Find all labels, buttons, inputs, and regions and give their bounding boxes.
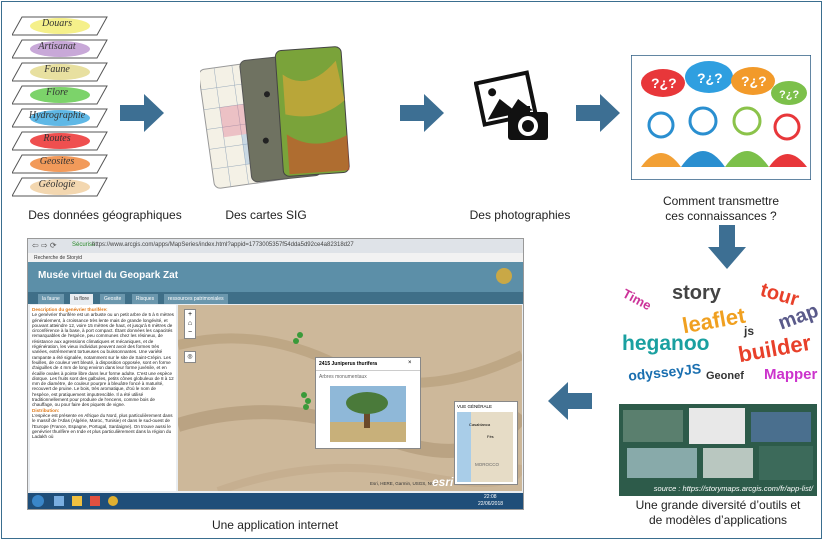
word-story: story	[672, 282, 721, 304]
caption-geographic-data: Des données géographiques	[28, 208, 182, 222]
tools-word-cloud: Time story tour leaflet js map heganoo b…	[620, 278, 821, 390]
arrow-left	[548, 382, 592, 420]
arrow-right-3	[576, 94, 620, 132]
windows-taskbar: 22:08 22/06/2018	[28, 493, 523, 509]
app-tabs: la faune la flore Geosite Risques ressou…	[28, 292, 523, 304]
layer-5: Routes	[12, 131, 108, 151]
bookmark-item[interactable]: Recherche de Storyid	[34, 255, 83, 261]
word-heganoo: heganoo	[622, 332, 710, 355]
media-icon[interactable]	[90, 496, 100, 506]
overview-place-1: Casablanca	[469, 422, 491, 427]
tab-geosite[interactable]: Geosite	[100, 294, 126, 304]
url-text: https://www.arcgis.com/apps/MapSeries/in…	[92, 242, 354, 248]
secure-label: Sécurisé	[72, 242, 96, 248]
chrome-icon[interactable]	[108, 496, 118, 506]
app-title: Musée virtuel du Geopark Zat	[38, 270, 179, 281]
caption-tools-2: de modèles d’applications	[648, 513, 788, 527]
browser-url-bar[interactable]: ⇦ ⇨ ⟳ Sécurisé https://www.arcgis.com/ap…	[28, 239, 523, 253]
popup-title: 2415 Juniperus thurifera	[316, 358, 420, 371]
layer-label: Hydrographie	[28, 110, 86, 121]
gis-maps-image	[200, 46, 350, 189]
layer-label: Artisanat	[38, 41, 76, 52]
layer-7: Géologie	[12, 177, 108, 197]
photography-icon	[474, 70, 548, 140]
locate-button[interactable]: ◎	[184, 351, 196, 363]
map-popup: 2415 Juniperus thurifera × Arbres monume…	[315, 357, 421, 449]
app-templates-collage: source : https://storymaps.arcgis.com/fr…	[619, 404, 817, 496]
map-view[interactable]: +⌂− ◎ 2415 Juniperus thurifera × Arbres …	[178, 305, 522, 491]
esri-logo: esri	[432, 475, 454, 489]
caption-web-app: Une application internet	[211, 518, 339, 532]
layer-1: Artisanat	[12, 39, 108, 59]
popup-close-icon[interactable]: ×	[408, 360, 412, 366]
caption-gis-maps: Des cartes SIG	[225, 208, 307, 222]
word-js: js	[744, 324, 755, 338]
word-time: Time	[620, 285, 654, 314]
layer-4: Hydrographie	[12, 108, 108, 128]
description-panel: Description du genévrier thurifère: Le g…	[30, 305, 176, 491]
layer-label: Géologie	[38, 179, 76, 190]
people-questions-image: ?¿? ?¿? ?¿? ?¿?	[631, 55, 811, 180]
arrow-right-1	[120, 94, 164, 132]
svg-text:?¿?: ?¿?	[741, 73, 767, 89]
tab-faune[interactable]: la faune	[38, 294, 64, 304]
overview-map[interactable]: VUE GÉNÉRALE Casablanca Fès MOROCCO	[454, 401, 518, 485]
word-odysseyjs: odysseyJS	[627, 360, 702, 384]
distribution-body: L'espèce est présente en Afrique du Nord…	[32, 412, 173, 440]
clock-date: 22/06/2018	[478, 501, 504, 507]
overview-label: VUE GÉNÉRALE	[457, 404, 493, 409]
layer-label: Douars	[41, 18, 72, 29]
layer-0: Douars	[12, 16, 108, 36]
clock-time: 22:08	[484, 494, 497, 500]
nav-arrows-icon[interactable]: ⇦ ⇨ ⟳	[32, 241, 57, 250]
arrow-right-2	[400, 94, 444, 132]
app-logo-icon	[496, 268, 512, 284]
layer-label: Faune	[44, 64, 70, 75]
caption-transmit-2: ces connaissances ?	[665, 209, 777, 223]
svg-text:?¿?: ?¿?	[651, 75, 677, 91]
layer-2: Faune	[12, 62, 108, 82]
tab-ressources[interactable]: ressources patrimoniales	[164, 294, 228, 304]
tree-photo	[330, 386, 406, 442]
layer-6: Geosites	[12, 154, 108, 174]
distribution-title: Distribution:	[32, 407, 60, 413]
caption-photographs: Des photographies	[469, 208, 571, 222]
app-header: Musée virtuel du Geopark Zat	[28, 262, 523, 292]
caption-transmit-1: Comment transmettre	[662, 194, 780, 208]
overview-place-2: Fès	[487, 434, 494, 439]
tab-flore[interactable]: la flore	[70, 294, 94, 304]
overview-place-3: MOROCCO	[475, 462, 499, 467]
svg-text:?¿?: ?¿?	[779, 89, 799, 101]
tools-source: source : https://storymaps.arcgis.com/fr…	[653, 484, 813, 493]
layer-label: Routes	[43, 133, 71, 144]
popup-subtitle: Arbres monumentaux	[319, 374, 367, 380]
svg-text:?¿?: ?¿?	[697, 70, 723, 86]
layer-label: Geosites	[39, 156, 75, 167]
layer-label: Flore	[46, 87, 68, 98]
description-body: Le genévrier thurifère est un arbuste ou…	[32, 312, 174, 408]
description-title: Description du genévrier thurifère:	[32, 307, 108, 312]
tab-risques[interactable]: Risques	[132, 294, 159, 304]
layer-3: Flore	[12, 85, 108, 105]
zoom-controls[interactable]: +⌂−	[184, 309, 196, 339]
bookmarks-bar: Recherche de Storyid	[28, 253, 523, 262]
map-attribution: Esri, HERE, Garmin, USGS, NGA	[370, 481, 438, 486]
folder-icon[interactable]	[72, 496, 82, 506]
web-app-screenshot: ⇦ ⇨ ⟳ Sécurisé https://www.arcgis.com/ap…	[27, 238, 524, 510]
start-button-icon[interactable]	[32, 495, 44, 507]
arrow-down	[708, 225, 746, 269]
word-mapper: Mapper	[764, 366, 818, 383]
taskbar-icon[interactable]	[54, 496, 64, 506]
caption-tools-1: Une grande diversité d’outils et	[635, 498, 801, 512]
word-geonef: Geonef	[706, 370, 744, 382]
